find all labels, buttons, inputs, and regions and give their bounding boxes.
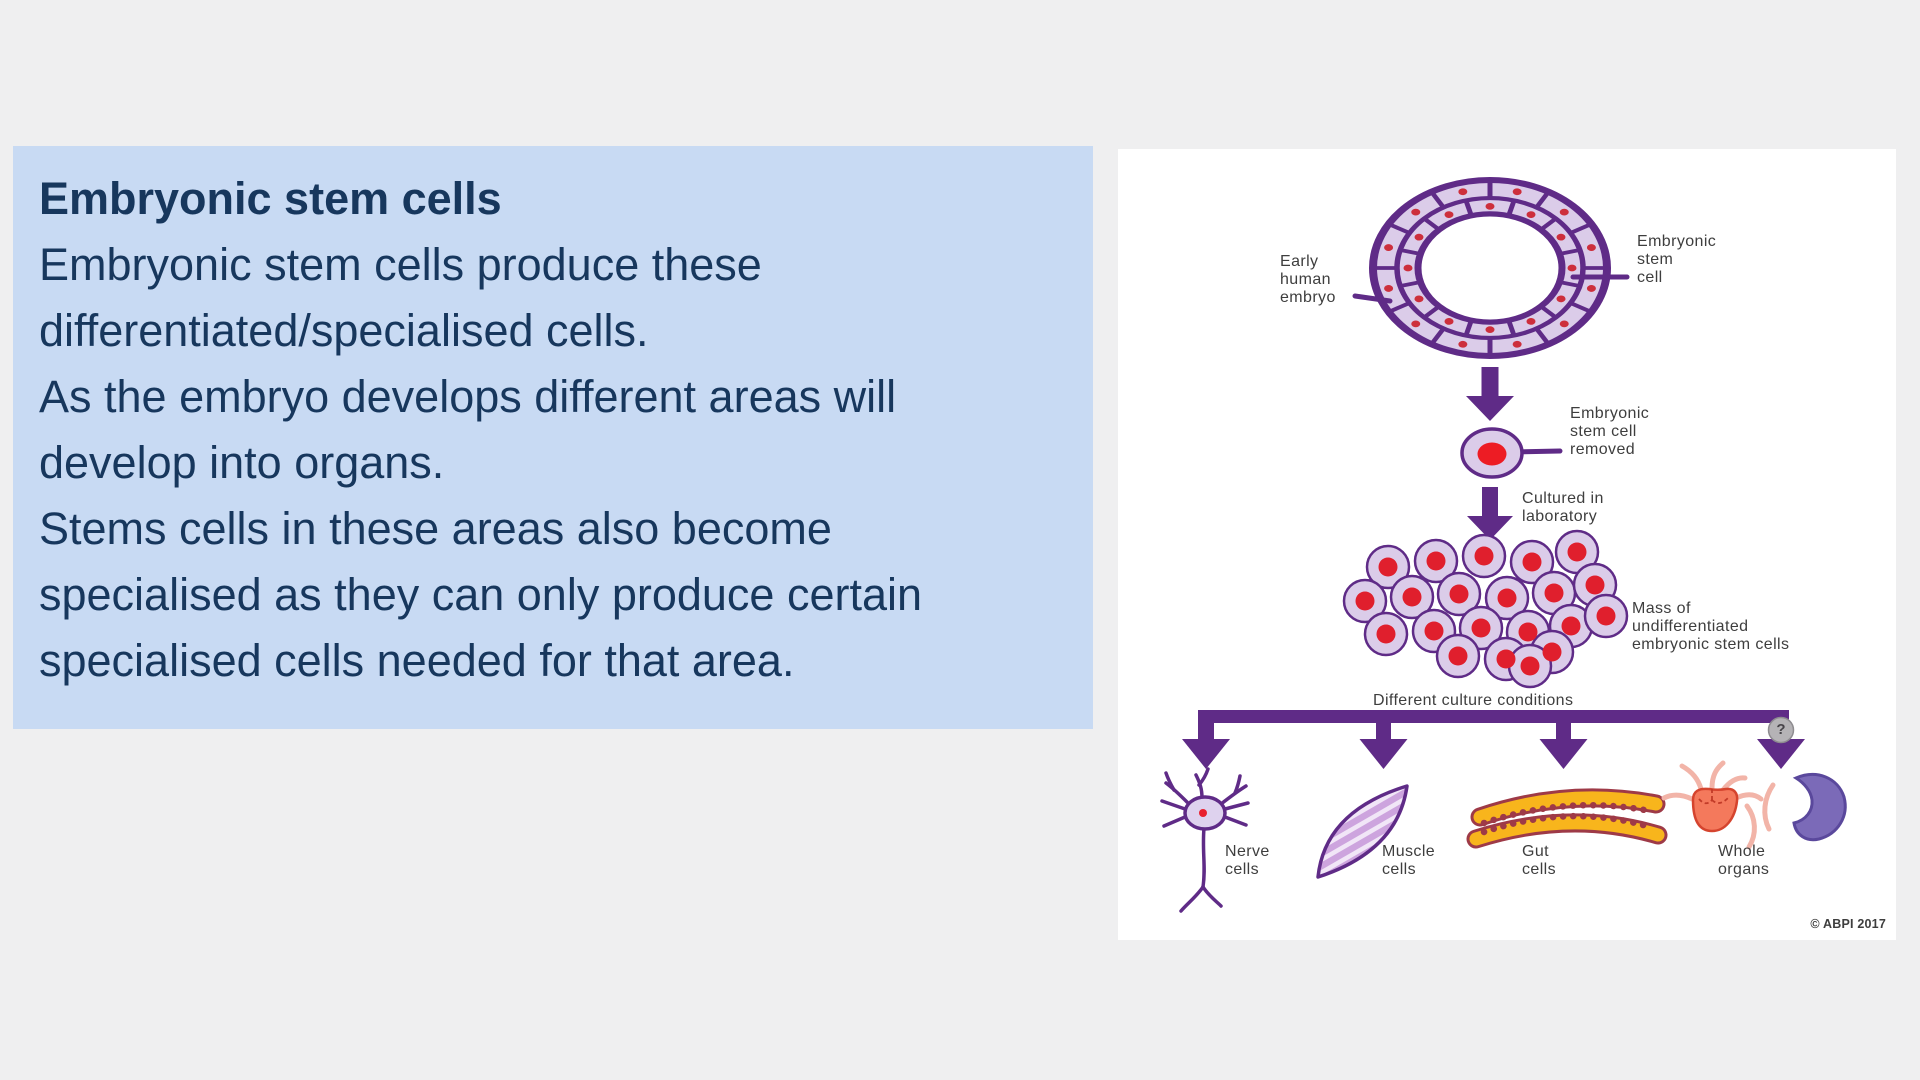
label-line: Muscle <box>1382 843 1436 860</box>
label-line: Embryonic <box>1570 405 1650 422</box>
neuron-icon <box>1160 767 1250 913</box>
different-culture-conditions-label: Different culture conditions <box>1373 692 1574 709</box>
stomach-organ-icon <box>1691 787 1739 833</box>
down-arrow-icon <box>1467 487 1513 540</box>
question-badge-icon <box>1767 716 1795 744</box>
label-line: Cultured in <box>1522 490 1604 507</box>
organ-vessels <box>1661 760 1776 850</box>
gut-cells-label: Gut cells <box>1522 843 1556 879</box>
label-line: cells <box>1225 861 1260 878</box>
question-mark-label: ? <box>1776 721 1786 738</box>
label-line: stem cell <box>1570 423 1637 440</box>
diagram-panel: Early human embryo Embryonic stem cell E… <box>1118 149 1896 940</box>
nerve-cells-label: Nerve cells <box>1225 843 1270 879</box>
label-line: embryo <box>1280 289 1336 306</box>
label-line: organs <box>1718 861 1770 878</box>
cell-mass-icon <box>1342 529 1629 689</box>
label-line: stem <box>1637 251 1674 268</box>
label-line: Embryonic <box>1637 233 1717 250</box>
label-line: undifferentiated <box>1632 618 1749 635</box>
label-line: Mass of <box>1632 600 1691 617</box>
label-line: human <box>1280 271 1331 288</box>
kidney-organ-icon <box>1792 773 1847 842</box>
label-line: Nerve <box>1225 843 1270 860</box>
cultured-in-laboratory-label: Cultured in laboratory <box>1522 490 1604 526</box>
body-line: specialised cells needed for that area. <box>39 635 795 686</box>
label-line: removed <box>1570 441 1636 458</box>
label-line: Gut <box>1522 843 1549 860</box>
label-line: cells <box>1522 861 1557 878</box>
early-human-embryo-label: Early human embryo <box>1280 253 1336 307</box>
copyright-label: © ABPI 2017 <box>1810 917 1886 931</box>
down-arrow-icon <box>1466 367 1514 421</box>
stem-cell-diagram <box>1160 177 1847 913</box>
muscle-cells-label: Muscle cells <box>1382 843 1435 879</box>
label-line: laboratory <box>1522 508 1598 525</box>
body-line: As the embryo develops different areas w… <box>39 371 897 422</box>
whole-organs-label: Whole organs <box>1718 843 1769 879</box>
body-line: differentiated/specialised cells. <box>39 305 649 356</box>
body-line: Embryonic stem cells produce these <box>39 239 762 290</box>
stem-cell-icon <box>1460 427 1524 479</box>
early-embryo-ring-icon <box>1369 177 1611 359</box>
text-panel: Embryonic stem cells Embryonic stem cell… <box>13 146 1093 729</box>
embryonic-stem-cell-label: Embryonic stem cell <box>1637 233 1716 287</box>
body-line: specialised as they can only produce cer… <box>39 569 923 620</box>
label-line: Early <box>1280 253 1319 270</box>
mass-of-cells-label: Mass of undifferentiated embryonic stem … <box>1632 600 1789 654</box>
stem-cell-removed-label: Embryonic stem cell removed <box>1570 405 1649 459</box>
label-line: cell <box>1637 269 1663 286</box>
label-line: cells <box>1382 861 1417 878</box>
body-line: develop into organs. <box>39 437 445 488</box>
body-line: Stems cells in these areas also become <box>39 503 832 554</box>
label-line: embryonic stem cells <box>1632 636 1790 653</box>
label-line: Whole <box>1718 843 1766 860</box>
gut-cells-icon <box>1466 788 1668 849</box>
branch-bar-icon <box>1182 710 1805 769</box>
page-title: Embryonic stem cells <box>39 173 502 224</box>
muscle-cell-icon <box>1316 784 1409 879</box>
